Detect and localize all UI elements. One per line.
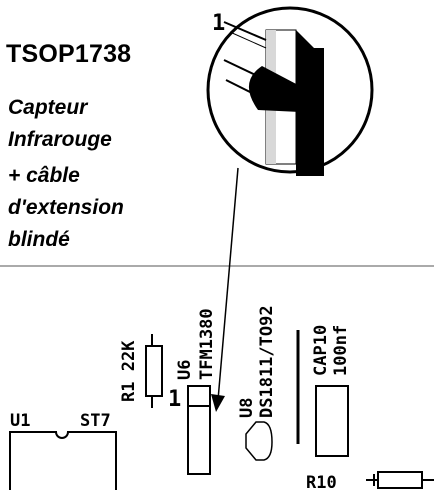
- cap10-body: [315, 385, 349, 457]
- r1-label: R1 22K: [119, 340, 139, 402]
- zoom-circle: 1: [206, 6, 374, 176]
- description-line-3: + câble: [8, 164, 80, 187]
- u6-part-label: TFM1380: [197, 308, 217, 380]
- r1-resistor: R1 22K: [119, 334, 163, 408]
- arrow-head: [211, 394, 225, 412]
- cap10-value-label: 100nf: [331, 325, 351, 376]
- u1-body: [9, 431, 117, 490]
- u1-label: U1: [10, 411, 30, 431]
- description-line-4: d'extension: [8, 196, 124, 219]
- u6-pin1-label: 1: [168, 387, 181, 412]
- sensor-pin-3: [225, 79, 267, 101]
- u1-part-label: ST7: [80, 411, 111, 431]
- u6-component: U6 TFM1380 1: [168, 308, 217, 475]
- r1-body: [145, 345, 163, 397]
- r10-component: R10: [306, 471, 434, 493]
- u8-label: U8: [237, 398, 257, 418]
- zoom-pin1-label: 1: [212, 11, 225, 36]
- u8-body: [245, 421, 273, 461]
- sensor-body-top: [296, 30, 314, 48]
- description-line-2: Infrarouge: [8, 128, 112, 151]
- sensor-pin-2: [223, 59, 267, 81]
- sensor-pin-1: [223, 21, 267, 41]
- sensor-title: TSOP1738: [6, 40, 132, 68]
- u1-component: U1 ST7: [9, 411, 117, 490]
- u8-component: U8 DS1811/TO92: [237, 305, 277, 461]
- r10-body: [377, 471, 423, 489]
- cap10-label: CAP10: [311, 325, 331, 376]
- sensor-pin-1-shadow: [229, 31, 267, 49]
- u6-body: [187, 385, 211, 475]
- r10-label: R10: [306, 473, 337, 490]
- cap10-component: CAP10 100nf: [296, 325, 351, 457]
- sensor-body: [296, 48, 324, 176]
- u8-part-label: DS1811/TO92: [257, 305, 277, 418]
- pointer-arrow: [211, 167, 239, 412]
- description-line-5: blindé: [8, 228, 70, 251]
- description-line-1: Capteur: [8, 96, 88, 119]
- u6-label: U6: [175, 360, 195, 380]
- arrow-shaft: [217, 167, 239, 401]
